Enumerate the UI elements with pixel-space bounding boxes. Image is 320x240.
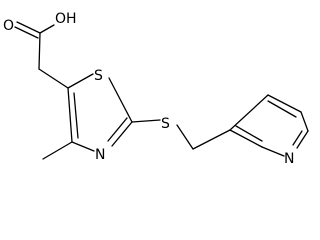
atom-label-carbonyl-oxygen: O [3, 18, 14, 34]
bond-cooh-c-oh [39, 24, 55, 34]
chemical-structure-diagram: OH O S S N N [3, 11, 309, 167]
bond-cooh-c-o-double-a [16, 21, 41, 34]
bond-py-c4-c3 [229, 94, 269, 131]
bond-c4-c5-b [73, 92, 79, 139]
bond-c2-n3-b [107, 117, 128, 142]
bond-n3-c4 [71, 141, 95, 152]
bond-py-c3-c2-a [229, 129, 263, 148]
bond-c4-methyl [42, 141, 73, 160]
bond-ch2-pyridine [192, 129, 231, 150]
atom-label-thioether-sulfur: S [161, 116, 170, 132]
bond-c2-s [131, 119, 161, 123]
atom-label-hydroxyl: OH [55, 11, 77, 27]
bond-py-c3-c2-b [235, 125, 263, 142]
bond-py-n1-c6-a [296, 130, 309, 149]
bond-cooh-c-ch2 [38, 32, 41, 70]
bond-py-c2-n1 [261, 146, 285, 157]
bond-py-c5-c4-a [267, 94, 302, 113]
bond-c5-s1 [67, 73, 94, 89]
bond-c4-c5-a [67, 87, 73, 143]
structure-canvas: OH O S S N N [3, 11, 309, 167]
bond-ch2-c5 [38, 68, 69, 89]
bond-c2-n3-a [111, 121, 133, 147]
atom-label-thiazole-nitrogen: N [95, 147, 105, 163]
atom-label-pyridine-nitrogen: N [284, 151, 294, 167]
bond-py-c5-c4-b [267, 100, 297, 118]
atom-label-thiazole-sulfur: S [94, 68, 103, 84]
bond-s1-c2 [108, 77, 133, 123]
bond-cooh-c-o-double-b [14, 26, 39, 39]
bond-py-n1-c6-b [292, 130, 303, 146]
bond-py-c6-c5 [300, 111, 309, 132]
bond-s-ch2 [176, 124, 194, 150]
